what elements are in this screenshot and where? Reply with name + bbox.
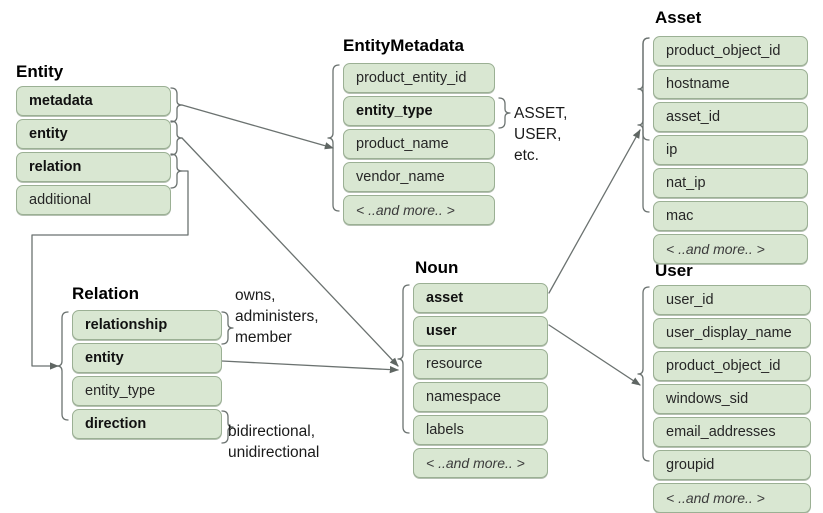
group-title-user: User: [655, 261, 693, 280]
brace-asset-group-upper: [637, 37, 650, 141]
field-user-email_addresses: email_addresses: [653, 417, 811, 447]
field-entitymetadata-entity_type: entity_type: [343, 96, 495, 126]
field-entity-entity: entity: [16, 119, 171, 149]
group-title-entity: Entity: [16, 62, 64, 81]
field-user-user_id: user_id: [653, 285, 811, 315]
brace-relation-relationship: [221, 311, 234, 345]
field-entitymetadata-product_entity_id: product_entity_id: [343, 63, 495, 93]
field-entity-relation: relation: [16, 152, 171, 182]
group-title-asset: Asset: [655, 8, 702, 27]
field-entity-additional: additional: [16, 185, 171, 215]
annotation-relationship-values: owns, administers, member: [235, 287, 319, 346]
group-title-relation: Relation: [72, 284, 140, 303]
annotation-entity-type-values: ASSET, USER, etc.: [514, 105, 568, 164]
brace-entity-relation: [170, 153, 183, 189]
field-entitymetadata-product_name: product_name: [343, 129, 495, 159]
field-relation-entity: entity: [72, 343, 222, 373]
group-title-entitymetadata: EntityMetadata: [343, 36, 464, 55]
field-asset-product_object_id: product_object_id: [653, 36, 808, 66]
brace-entity-entity: [170, 120, 183, 156]
field-user-product_object_id: product_object_id: [653, 351, 811, 381]
field-noun-resource: resource: [413, 349, 548, 379]
field-relation-entity_type: entity_type: [72, 376, 222, 406]
field-noun-andmore: < ..and more.. >: [413, 448, 548, 478]
field-relation-relationship: relationship: [72, 310, 222, 340]
brace-entity-metadata: [170, 87, 183, 123]
link-metadata-to-entitymetadata: [181, 104, 334, 150]
annotation-direction-values: bidirectional, unidirectional: [228, 423, 320, 461]
brace-entitymetadata-entity-type: [498, 97, 511, 129]
field-noun-labels: labels: [413, 415, 548, 445]
brace-noun-group: [397, 284, 410, 434]
field-user-user_display_name: user_display_name: [653, 318, 811, 348]
field-user-windows_sid: windows_sid: [653, 384, 811, 414]
brace-asset-group: [637, 37, 650, 213]
field-asset-asset_id: asset_id: [653, 102, 808, 132]
group-title-noun: Noun: [415, 258, 459, 277]
field-noun-user: user: [413, 316, 548, 346]
field-noun-asset: asset: [413, 283, 548, 313]
field-entity-metadata: metadata: [16, 86, 171, 116]
field-asset-ip: ip: [653, 135, 808, 165]
field-user-andmore: < ..and more.. >: [653, 483, 811, 513]
field-entitymetadata-andmore: < ..and more.. >: [343, 195, 495, 225]
field-relation-direction: direction: [72, 409, 222, 439]
link-relation-entity-to-noun: [221, 360, 399, 374]
field-asset-hostname: hostname: [653, 69, 808, 99]
field-user-groupid: groupid: [653, 450, 811, 480]
brace-entitymetadata-group: [327, 64, 340, 212]
brace-user-group: [637, 286, 650, 462]
field-asset-nat_ip: nat_ip: [653, 168, 808, 198]
field-noun-namespace: namespace: [413, 382, 548, 412]
link-noun-user-to-user: [548, 324, 641, 386]
brace-relation-group: [56, 311, 69, 421]
field-asset-andmore: < ..and more.. >: [653, 234, 808, 264]
field-entitymetadata-vendor_name: vendor_name: [343, 162, 495, 192]
field-asset-mac: mac: [653, 201, 808, 231]
